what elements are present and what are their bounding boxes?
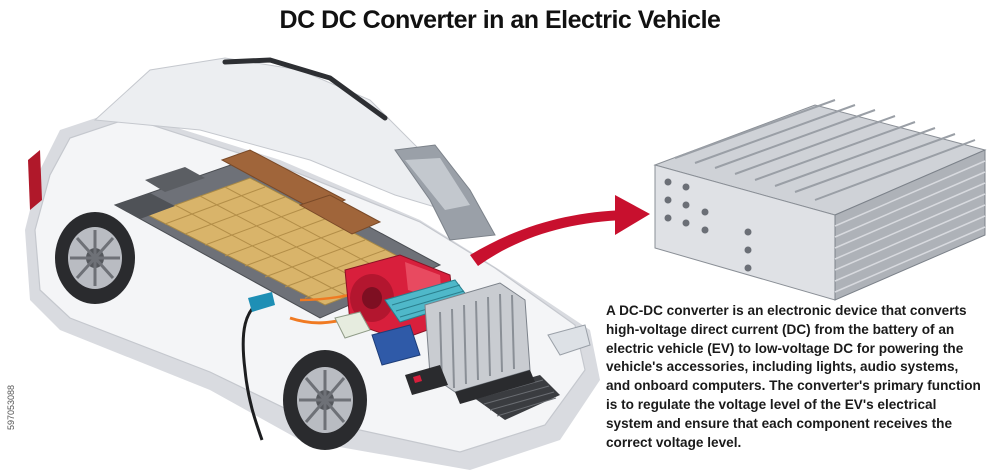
windshield-reflection	[405, 158, 470, 210]
front-grill	[470, 375, 560, 420]
converter-top-fins	[674, 99, 976, 201]
coolant-reservoir	[334, 311, 371, 339]
battery-module-top	[220, 149, 347, 213]
charging-cable	[241, 292, 275, 441]
front-wheel	[283, 350, 367, 450]
stock-id-label: 597053088	[6, 384, 16, 430]
battery-block-rear	[145, 167, 205, 192]
battery-cell-grid	[164, 186, 406, 299]
red-curved-arrow-icon	[470, 195, 650, 266]
charging-plug	[248, 292, 275, 312]
dc-dc-converter-unit-icon	[653, 99, 987, 301]
battery-module-middle	[298, 194, 382, 235]
auxiliary-battery	[371, 324, 421, 366]
converter-terminals	[664, 178, 752, 272]
converter-base	[455, 370, 535, 404]
converter-side-fins	[834, 160, 986, 293]
control-module	[405, 365, 448, 395]
description-text: A DC-DC converter is an electronic devic…	[606, 303, 981, 450]
roof-rail	[222, 57, 388, 121]
control-module-led	[413, 375, 422, 383]
page-title: DC DC Converter in an Electric Vehicle	[279, 6, 721, 34]
tail-light	[28, 150, 42, 210]
battery-block-left	[115, 193, 175, 219]
rear-wheel	[55, 212, 135, 304]
converter-in-car	[424, 282, 535, 404]
headlight	[547, 324, 591, 356]
